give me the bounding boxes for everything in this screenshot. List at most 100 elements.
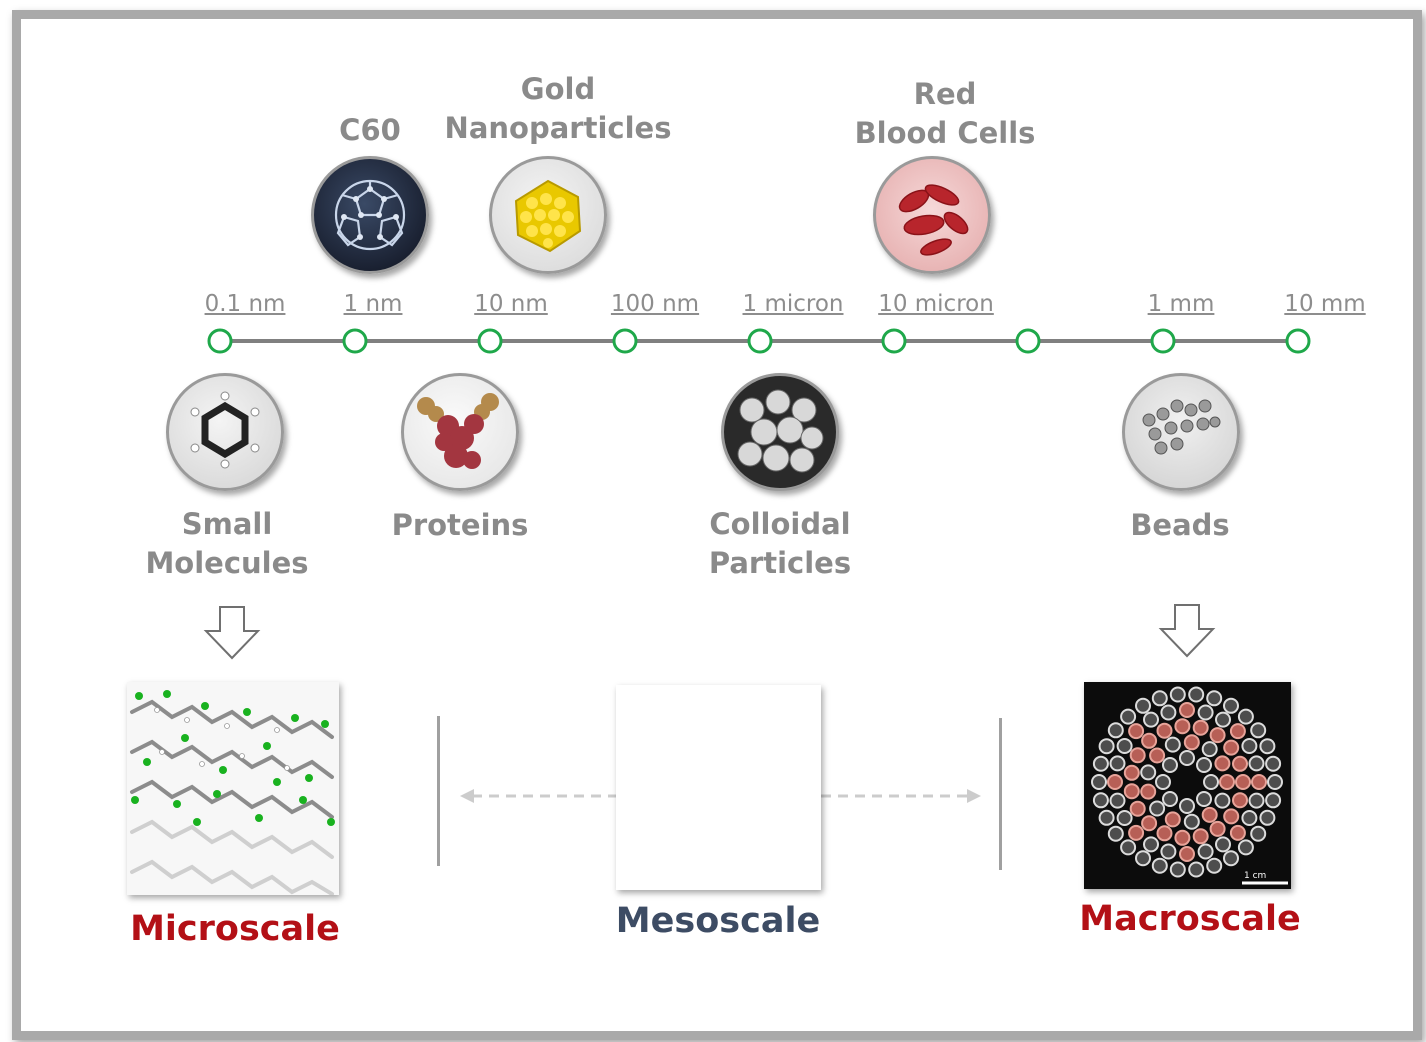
bead	[1128, 723, 1145, 740]
bead	[1116, 810, 1133, 826]
title-colloidal-particles: Colloidal Particles	[708, 507, 852, 580]
bead	[1092, 792, 1109, 809]
timeline-node	[207, 328, 233, 354]
timeline-node	[342, 328, 368, 354]
title-red-blood-cells: Red Blood Cells	[854, 77, 1036, 150]
bead	[1123, 764, 1140, 781]
bead	[1250, 825, 1267, 842]
bead	[1162, 791, 1178, 807]
proteins-image	[401, 373, 519, 491]
bead	[1232, 792, 1248, 809]
title-small-molecules: Small Molecules	[145, 507, 309, 580]
bead	[1196, 791, 1212, 807]
title-proteins: Proteins	[391, 508, 529, 542]
right-divider	[999, 718, 1002, 870]
timeline-node	[612, 328, 638, 354]
bead	[1197, 704, 1214, 721]
bead	[1149, 800, 1166, 817]
scale-bar-label: 1 cm	[1244, 871, 1266, 881]
bead	[1223, 739, 1240, 756]
bead	[1129, 800, 1146, 817]
bead	[1201, 741, 1218, 758]
scale-label-100nm: 100 nm	[610, 291, 700, 317]
bead	[1098, 738, 1115, 755]
bead	[1107, 722, 1124, 739]
bead	[1160, 843, 1177, 860]
bead	[1229, 723, 1246, 740]
down-arrow-icon	[1158, 604, 1216, 658]
bead	[1169, 861, 1186, 878]
bead	[1209, 727, 1226, 744]
bead	[1155, 774, 1171, 790]
bead	[1160, 704, 1177, 721]
bead	[1265, 755, 1282, 772]
bead	[1235, 774, 1251, 790]
bead	[1179, 798, 1195, 814]
microscale-label: Microscale	[130, 909, 340, 949]
mesoscale-blank-image	[616, 685, 821, 890]
down-arrow-icon	[203, 606, 261, 660]
bead	[1135, 697, 1151, 714]
scale-label-10micron: 10 micron	[878, 291, 994, 317]
bead	[1151, 857, 1168, 874]
bead	[1149, 747, 1166, 764]
bead	[1214, 792, 1231, 809]
beads-image	[1122, 373, 1240, 491]
title-c60: C60	[339, 113, 401, 147]
bead	[1248, 755, 1265, 772]
bead	[1214, 755, 1231, 772]
macroscale-label: Macroscale	[1079, 899, 1301, 939]
bead	[1251, 774, 1267, 790]
scale-label-0-1nm: 0.1 nm	[204, 291, 286, 317]
bead	[1223, 808, 1240, 825]
scale-label-10mm: 10 mm	[1284, 291, 1366, 317]
bead	[1206, 690, 1223, 707]
bead	[1123, 783, 1140, 800]
bead	[1241, 810, 1258, 826]
bead	[1267, 774, 1283, 790]
bead	[1229, 824, 1246, 841]
bead	[1197, 843, 1214, 860]
bead	[1188, 861, 1205, 878]
bead	[1156, 722, 1173, 739]
bead	[1092, 755, 1109, 772]
scale-label-1nm: 1 nm	[343, 291, 403, 317]
scale-label-1mm: 1 mm	[1147, 291, 1215, 317]
bead	[1215, 711, 1231, 728]
bead	[1219, 774, 1235, 790]
bead	[1209, 820, 1226, 837]
bead	[1237, 839, 1254, 856]
bead	[1196, 757, 1212, 773]
bead	[1128, 824, 1145, 841]
timeline-node	[747, 328, 773, 354]
red-blood-cells-image	[873, 156, 991, 274]
bead	[1116, 738, 1133, 754]
title-beads: Beads	[1130, 508, 1230, 542]
bead	[1162, 757, 1178, 773]
bead	[1156, 825, 1173, 842]
mesoscale-label: Mesoscale	[615, 901, 821, 941]
bead	[1164, 811, 1181, 828]
bead	[1259, 809, 1276, 826]
bead	[1109, 755, 1126, 772]
bead	[1192, 828, 1209, 845]
timeline-node	[1150, 328, 1176, 354]
bead	[1223, 850, 1239, 867]
bead	[1098, 809, 1115, 826]
dashed-arrow-left-icon	[460, 789, 618, 803]
bead	[1188, 686, 1205, 703]
bead	[1107, 774, 1123, 790]
bead	[1179, 702, 1195, 718]
bead	[1129, 747, 1146, 764]
bead	[1183, 734, 1200, 751]
bead	[1174, 718, 1191, 735]
bead	[1120, 708, 1137, 725]
bead	[1135, 850, 1151, 867]
gold-nanoparticles-image	[489, 156, 607, 274]
bead	[1241, 738, 1258, 754]
timeline-node	[477, 328, 503, 354]
macroscale-image: 1 cm	[1084, 682, 1291, 889]
bead	[1259, 738, 1276, 755]
bead	[1109, 792, 1126, 809]
small-molecule-image	[166, 373, 284, 491]
